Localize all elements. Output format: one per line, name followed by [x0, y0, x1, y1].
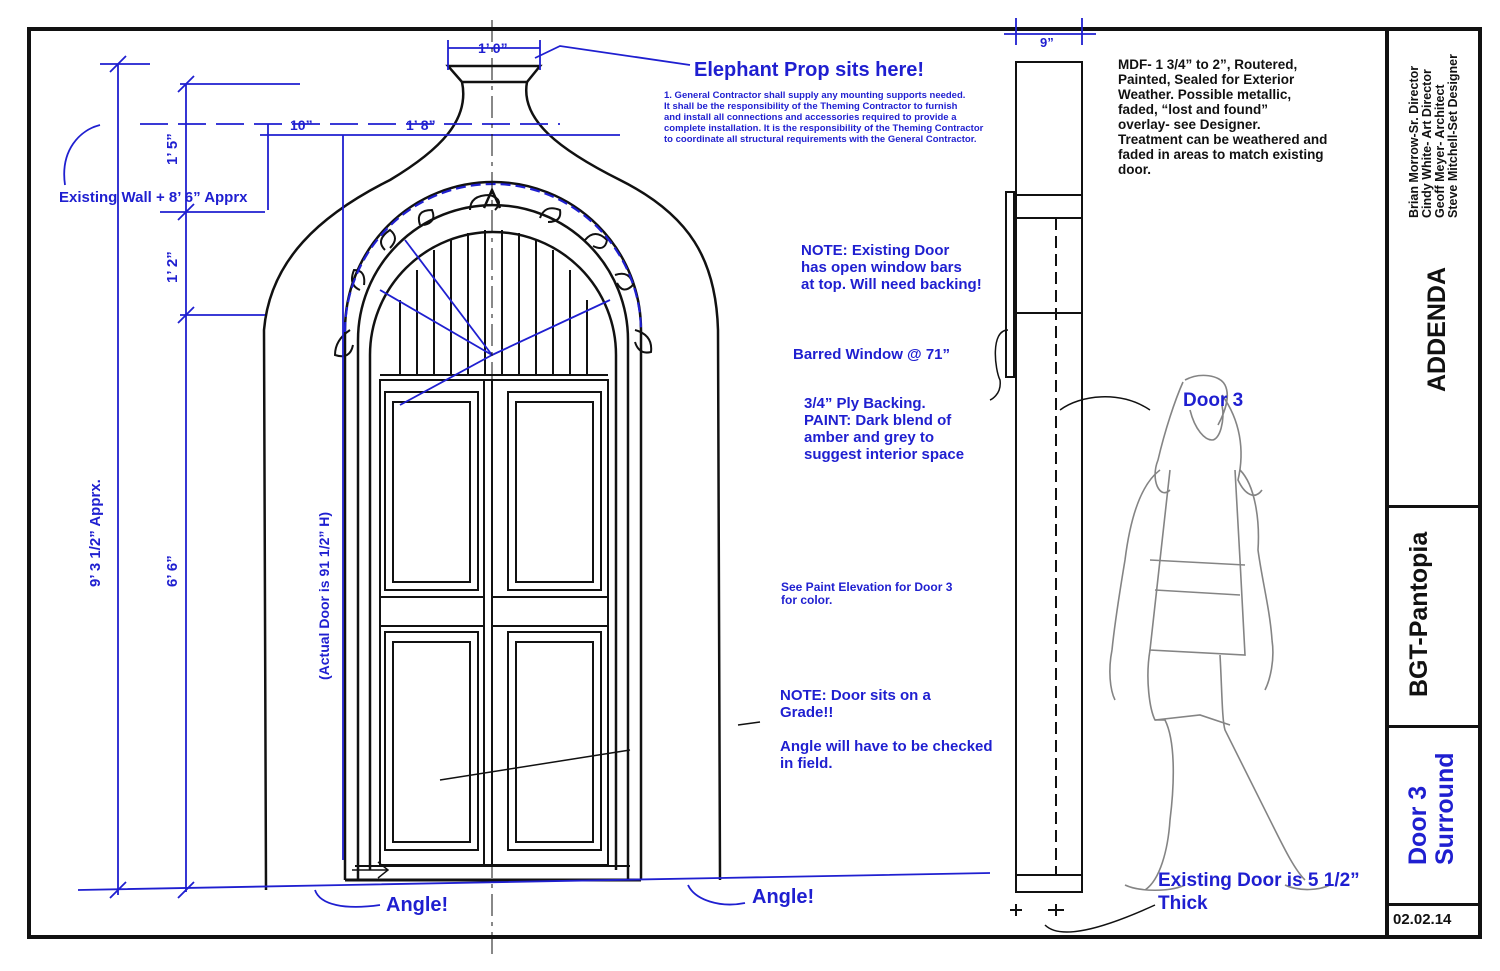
note-line: PAINT: Dark blend of	[804, 412, 952, 429]
mdf-note: MDF- 1 3/4” to 2”, Routered, Painted, Se…	[1118, 57, 1327, 177]
note-line: Weather. Possible metallic,	[1118, 87, 1292, 102]
note-line	[780, 721, 993, 738]
dimension-height-top: 1’ 5”	[164, 133, 181, 165]
angle-note-right: Angle!	[752, 886, 815, 908]
note-line: has open window bars	[801, 259, 962, 276]
door-arch-frame	[333, 180, 653, 880]
note-line: Angle will have to be checked	[780, 738, 993, 755]
note-line: Grade!!	[780, 704, 834, 721]
dimension-left-offset: 10”	[290, 117, 313, 133]
note-line: at top. Will need backing!	[801, 276, 982, 293]
double-door	[345, 379, 641, 882]
window-bars-note: NOTE: Existing Door has open window bars…	[801, 242, 982, 293]
note-line: faded, “lost and found”	[1118, 102, 1268, 117]
elephant-prop-note: Elephant Prop sits here!	[694, 59, 925, 81]
sheet-border	[27, 27, 1482, 939]
sheet-title: Door 3 Surround	[1404, 752, 1459, 866]
project-name: BGT-Pantopia	[1405, 531, 1433, 697]
contractor-notes: 1. General Contractor shall supply any m…	[664, 90, 983, 145]
grade-note: NOTE: Door sits on a Grade!! Angle will …	[780, 687, 993, 772]
paint-elevation-note: See Paint Elevation for Door 3 for color…	[781, 581, 952, 607]
contractor-note-line: complete installation. It is the respons…	[664, 123, 984, 134]
note-line: suggest interior space	[804, 446, 965, 463]
note-line: Existing Door is 5 1/2”	[1158, 870, 1360, 891]
dimension-lines	[63, 40, 991, 908]
note-line: NOTE: Door sits on a	[780, 687, 931, 704]
title-block-divider	[1385, 903, 1482, 906]
door-label: Door 3	[1183, 390, 1244, 411]
contractor-note-line: It shall be the responsibility of the Th…	[664, 101, 958, 112]
note-line: MDF- 1 3/4” to 2”, Routered,	[1118, 57, 1298, 72]
note-line: in field.	[780, 755, 833, 772]
side-section	[989, 61, 1156, 933]
sheet-date: 02.02.14	[1393, 911, 1452, 928]
note-line: for color.	[781, 593, 833, 607]
sheet-title-line-2: Surround	[1431, 752, 1459, 866]
surround-outline	[262, 64, 722, 891]
note-line: Treatment can be weathered and	[1118, 132, 1328, 147]
note-line: Thick	[1158, 893, 1208, 914]
dimension-overall-height: 9’ 3 1/2” Apprx.	[87, 479, 104, 587]
figure-sketch	[1109, 374, 1331, 892]
credit-line: Steve Mitchell-Set Designer	[1446, 54, 1460, 218]
existing-wall-note: Existing Wall + 8’ 6” Apprx	[59, 189, 248, 206]
side-depth-dimension: 9”	[1040, 35, 1054, 50]
title-block	[1385, 27, 1482, 939]
note-line: NOTE: Existing Door	[801, 242, 950, 259]
note-line: door.	[1118, 162, 1151, 177]
contractor-note-line: and install all connections and accessor…	[664, 112, 957, 123]
sheet-title-line-1: Door 3	[1404, 785, 1432, 865]
dimension-right-offset: 1’ 8”	[406, 117, 436, 133]
sheet-set-label: ADDENDA	[1423, 267, 1451, 392]
actual-door-height-note: (Actual Door is 91 1/2” H)	[316, 511, 332, 680]
barred-window-note: Barred Window @ 71”	[793, 346, 951, 363]
existing-door-thick-note: Existing Door is 5 1/2” Thick	[1158, 869, 1360, 915]
contractor-note-line: to coordinate all structural requirement…	[664, 134, 977, 145]
ply-backing-note: 3/4” Ply Backing. PAINT: Dark blend of a…	[804, 395, 964, 463]
note-line: See Paint Elevation for Door 3	[781, 580, 953, 594]
note-line: amber and grey to	[804, 429, 935, 446]
title-block-divider	[1385, 725, 1482, 728]
dimension-height-door: 6’ 6”	[164, 555, 181, 587]
credits: Brian Morrow-Sr. Director Cindy White- A…	[1407, 54, 1460, 218]
note-line: Painted, Sealed for Exterior	[1118, 72, 1295, 87]
note-line: overlay- see Designer.	[1118, 117, 1261, 132]
note-line: 3/4” Ply Backing.	[804, 395, 926, 412]
dimension-height-arch: 1’ 2”	[164, 251, 181, 283]
dimension-top-width: 1’ 0”	[478, 40, 508, 56]
angle-note-left: Angle!	[386, 894, 449, 916]
note-line: faded in areas to match existing	[1118, 147, 1324, 162]
contractor-note-line: 1. General Contractor shall supply any m…	[664, 90, 966, 101]
title-block-divider	[1385, 505, 1482, 508]
